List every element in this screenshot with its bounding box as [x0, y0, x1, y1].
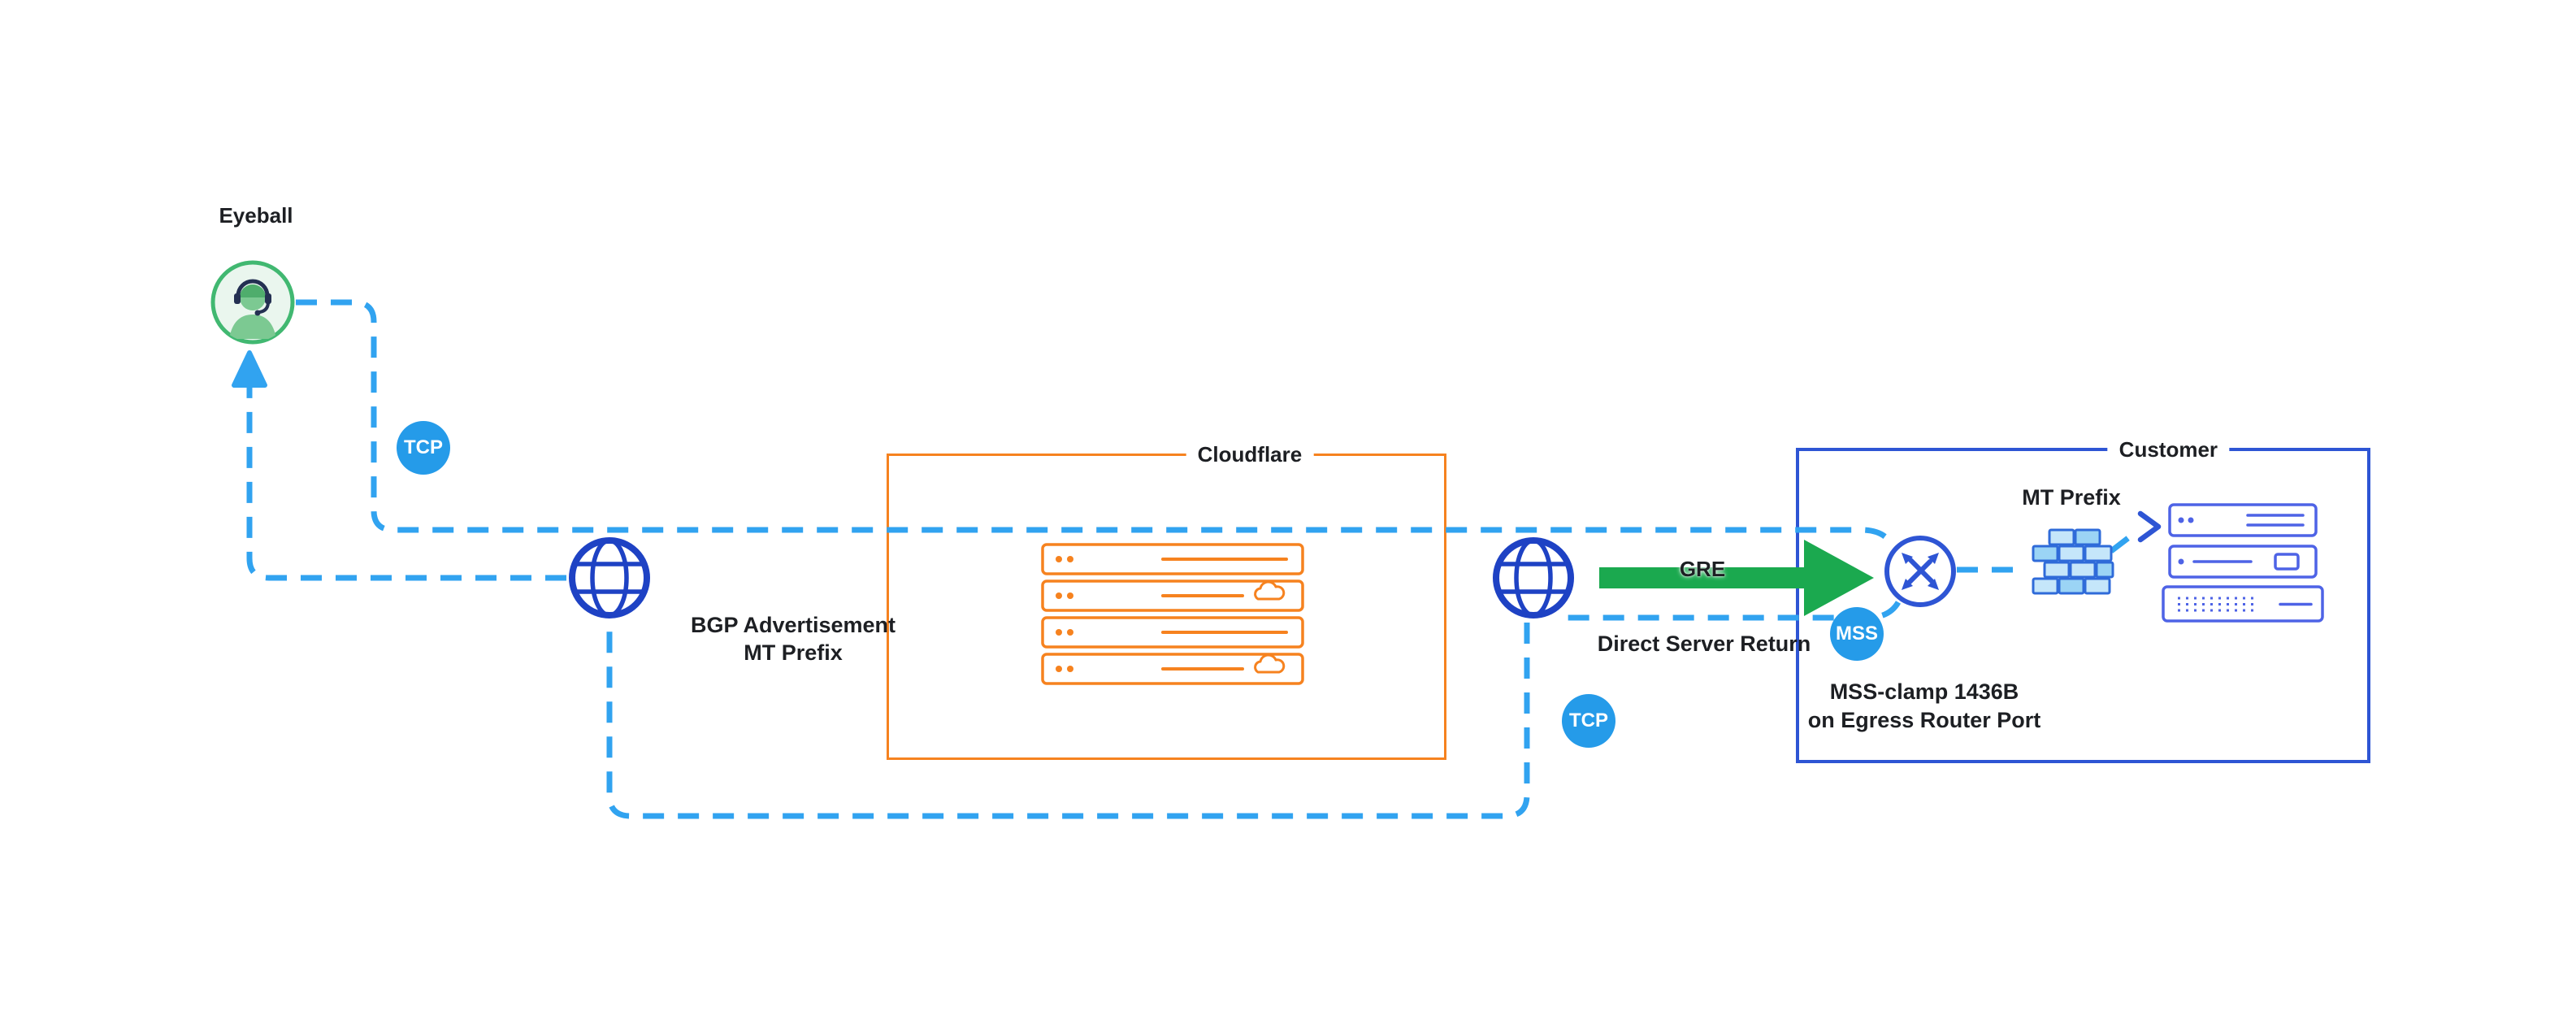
- mss-badge: MSS: [1830, 607, 1884, 661]
- mss-clamp-line1: MSS-clamp 1436B: [1829, 679, 2019, 704]
- globe-icon: [1493, 537, 1574, 618]
- cloudflare-box: Cloudflare: [887, 442, 1446, 760]
- direct-server-return-label: Direct Server Return: [1597, 632, 1811, 656]
- bgp-advertisement-label: BGP Advertisement MT Prefix: [691, 611, 896, 666]
- cloud-icon: [1254, 653, 1286, 674]
- eyeball-label: Eyeball: [219, 203, 293, 228]
- headset-icon: [234, 279, 271, 316]
- router-icon: [1884, 536, 1956, 607]
- gre-label: GRE: [1679, 557, 1726, 581]
- mss-clamp-line2: on Egress Router Port: [1807, 708, 2041, 732]
- bgp-line2: MT Prefix: [744, 640, 843, 665]
- firewall-icon: [2032, 528, 2114, 595]
- mss-clamp-label: MSS-clamp 1436B on Egress Router Port: [1808, 678, 2041, 735]
- globe-icon: [569, 537, 650, 618]
- user-bust: [229, 284, 276, 339]
- mt-prefix-label: MT Prefix: [2022, 485, 2121, 510]
- return-path-bottom-loop: [606, 623, 1530, 819]
- bgp-line1: BGP Advertisement: [690, 613, 896, 637]
- cloudflare-server-stack-icon: [1041, 543, 1304, 685]
- cloud-icon: [1254, 580, 1286, 601]
- customer-path-firewall-to-servers: [2109, 527, 2141, 553]
- cloudflare-box-title: Cloudflare: [1186, 442, 1314, 467]
- customer-box-title: Customer: [2107, 437, 2230, 462]
- chevron-right-icon: [2137, 510, 2162, 543]
- customer-box: Customer: [1796, 437, 2370, 763]
- ingress-path: [296, 299, 1895, 546]
- return-path-internet-to-eyeball: [246, 372, 566, 581]
- arrow-up-icon: [232, 350, 267, 388]
- gre-arrow-icon: [1599, 540, 1874, 616]
- tcp-badge: TCP: [397, 421, 450, 475]
- headset-user-icon: [210, 260, 295, 345]
- tcp-badge: TCP: [1562, 694, 1615, 748]
- customer-server-stack-icon: [2162, 503, 2324, 623]
